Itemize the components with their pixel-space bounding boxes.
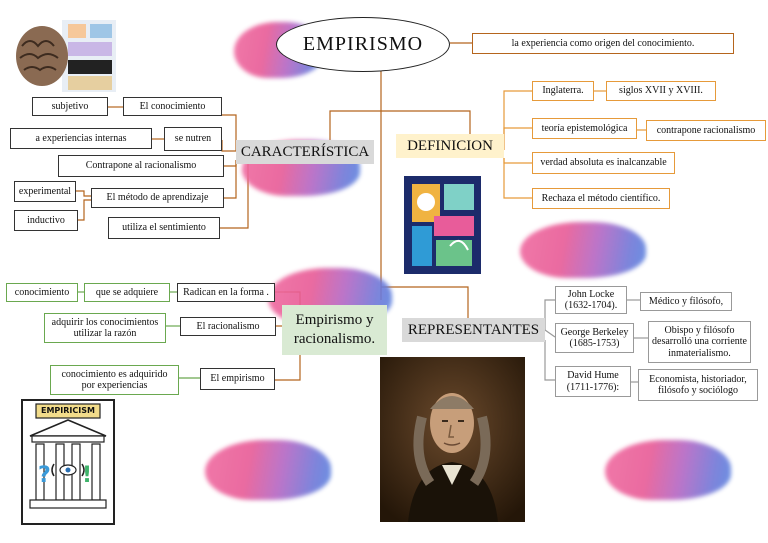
representantes-header: REPRESENTANTES [402, 318, 545, 342]
empiricism-sign-label: EMPIRICISM [41, 406, 95, 415]
paint-splash [205, 440, 331, 500]
er-el-racionalismo: El racionalismo [180, 317, 276, 336]
empirismo-racionalismo-header: Empirismo y racionalismo. [282, 305, 387, 355]
er-el-empirismo: El empirismo [200, 368, 275, 390]
empirismo-racionalismo-title: Empirismo y racionalismo. [293, 311, 376, 348]
caracteristica-experimental: experimental [14, 181, 76, 202]
caracteristica-subjetivo: subjetivo [32, 97, 108, 116]
paint-splash [520, 222, 646, 278]
definicion-rechaza: Rechaza el método científico. [532, 188, 670, 209]
definicion-verdad: verdad absoluta es inalcanzable [532, 152, 675, 174]
brain-collage-image [12, 16, 118, 94]
caracteristica-inductivo: inductivo [14, 210, 78, 231]
caracteristica-sentimiento: utiliza el sentimiento [108, 217, 220, 239]
definicion-header: DEFINICION [396, 134, 504, 158]
svg-text:?: ? [38, 463, 51, 488]
svg-text:!: ! [82, 463, 92, 488]
representante-name-locke: John Locke (1632-1704). [555, 286, 627, 314]
caracteristica-metodo: El método de aprendizaje [91, 188, 224, 208]
er-que-se-adquiere: que se adquiere [84, 283, 170, 302]
representante-desc-locke: Médico y filósofo, [640, 292, 732, 311]
caracteristica-nutren: se nutren [164, 127, 222, 151]
caracteristica-conocimiento: El conocimiento [123, 97, 222, 116]
caracteristica-experiencias-internas: a experiencias internas [10, 128, 152, 149]
main-title: EMPIRISMO [302, 33, 424, 55]
title-definition-box: la experiencia como origen del conocimie… [472, 33, 734, 54]
title-ellipse: EMPIRISMO [276, 17, 450, 72]
representante-desc-hume: Economista, historiador, filósofo y soci… [638, 369, 758, 401]
representante-desc-berkeley: Obispo y filósofo desarrolló una corrien… [648, 321, 751, 363]
er-conocimiento: conocimiento [6, 283, 78, 302]
er-adquirido: conocimiento es adquirido por experienci… [50, 365, 179, 395]
caracteristica-contrapone: Contrapone al racionalismo [58, 155, 224, 177]
representante-name-hume: David Hume (1711-1776): [555, 366, 631, 397]
representante-name-berkeley: George Berkeley (1685-1753) [555, 323, 634, 353]
definicion-inglaterra: Inglaterra. [532, 81, 594, 101]
caracteristica-header: CARACTERÍSTICA [236, 140, 374, 164]
empiricism-sign-drawing: ? ! EMPIRICISM [20, 398, 116, 526]
er-adquirir: adquirir los conocimientos utilizar la r… [44, 313, 166, 343]
paint-splash [605, 440, 731, 500]
puzzle-head-image [404, 176, 481, 274]
definicion-teoria: teoría epistemológica [532, 118, 637, 139]
definicion-siglos: siglos XVII y XVIII. [606, 81, 716, 101]
er-radican: Radican en la forma . [177, 283, 275, 302]
definicion-contrapone: contrapone racionalismo [646, 120, 766, 141]
john-locke-portrait [380, 357, 525, 522]
